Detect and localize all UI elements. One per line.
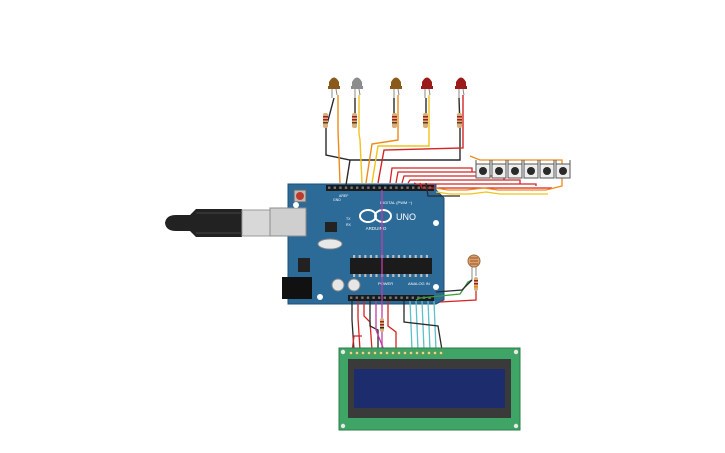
photoresistor[interactable] [467,254,481,280]
led[interactable] [421,77,433,99]
led2-signal-wire [358,95,363,184]
brand-label: ARDUINO [366,226,387,231]
push-button[interactable] [475,160,491,179]
push-button[interactable] [555,160,571,179]
photoresistor-resistor [474,277,478,291]
button-wires [389,155,563,197]
digital-header-label: DIGITAL (PWM ~) [380,200,413,205]
lcd-resistor [380,318,384,332]
capacitor [331,278,345,292]
analog-header-label: ANALOG IN [408,281,430,286]
led5-signal-wire [377,95,464,184]
photoresistor-wires [415,279,477,303]
push-button[interactable] [491,160,507,179]
gnd-label: GND [333,198,341,202]
resistor [457,113,462,128]
regulator [298,258,310,272]
led-group [328,77,467,99]
tx-label: TX [346,217,351,221]
lcd-screen [354,369,505,408]
power-jack [282,277,312,299]
lcd-pins [349,351,443,355]
usb-jack [269,207,307,237]
capacitor [347,278,361,292]
led4-signal-wire [371,95,430,184]
resistor [323,113,328,128]
led-resistors [323,113,462,128]
push-button[interactable] [539,160,555,179]
resistor [352,113,357,128]
rx-label: RX [346,223,352,227]
arduino-uno-board[interactable]: ARDUINO UNO DIGITAL (PWM ~) POWER ANALOG… [269,183,445,305]
lcd-16x2[interactable] [338,347,521,431]
power-header-pins [350,296,431,299]
resistor [423,113,428,128]
led[interactable] [351,77,363,99]
usb-chip [325,222,337,232]
usb-cable[interactable] [165,209,271,237]
aref-label: AREF [339,194,348,198]
model-label: UNO [396,212,416,222]
push-button[interactable] [523,160,539,179]
led[interactable] [328,77,340,99]
led[interactable] [455,77,467,99]
atmega-chip [350,258,432,274]
led-ground-wire [325,97,461,161]
led1-signal-wire [337,95,341,184]
power-header-label: POWER [378,281,393,286]
led3-signal-wire [365,95,399,184]
led[interactable] [390,77,402,99]
crystal [317,238,343,250]
push-button-group [475,160,571,179]
push-button[interactable] [507,160,523,179]
resistor [392,113,397,128]
arduino-logo: ARDUINO [359,209,392,231]
